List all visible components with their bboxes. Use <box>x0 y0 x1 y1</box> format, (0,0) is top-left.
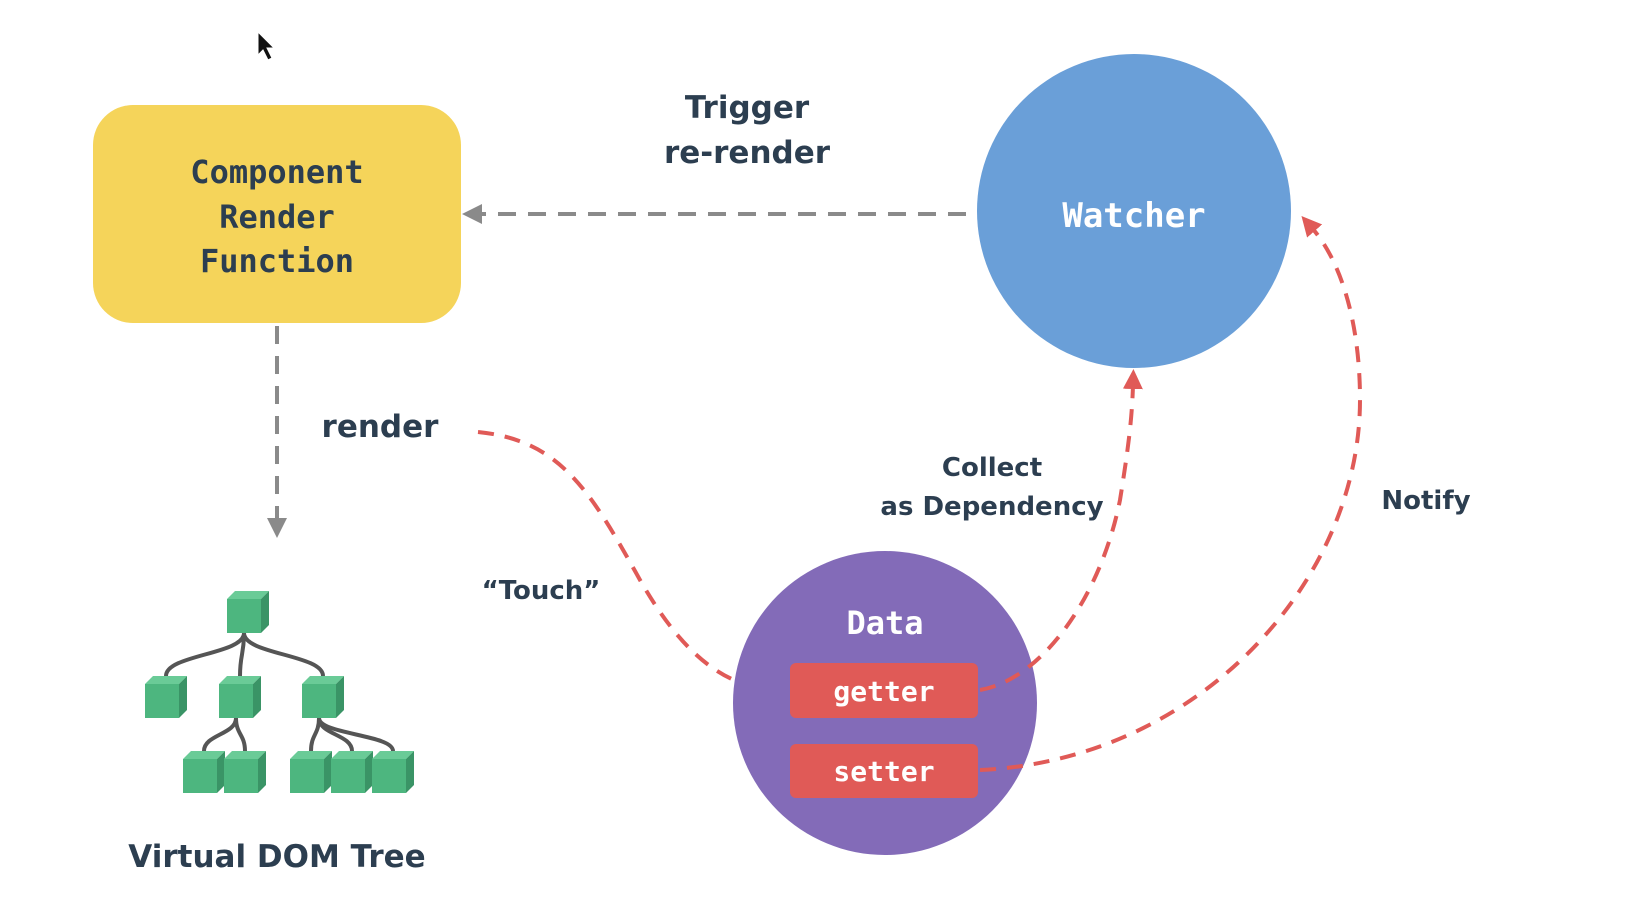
tree-edge <box>202 717 238 752</box>
touch-arrow <box>477 430 788 700</box>
tree-node-cube <box>331 751 373 793</box>
watcher-node: Watcher <box>977 54 1291 368</box>
component-line-2: Render <box>219 198 335 236</box>
collect-label-2: as Dependency <box>880 492 1103 522</box>
component-line-1: Component <box>190 153 363 191</box>
trigger-label-2: re-render <box>664 135 831 171</box>
notify-label: Notify <box>1381 486 1470 516</box>
watcher-label: Watcher <box>1062 196 1205 236</box>
component-render-function-box: Component Render Function <box>93 105 461 323</box>
getter-label: getter <box>833 675 934 708</box>
tree-node-cube <box>372 751 414 793</box>
component-line-3: Function <box>200 242 354 280</box>
tree-node-cube <box>290 751 332 793</box>
data-node: Data getter setter <box>733 551 1037 855</box>
tree-node-cube <box>302 676 344 718</box>
collect-label-1: Collect <box>942 453 1042 483</box>
tree-edge <box>242 632 325 677</box>
getter-box <box>790 663 978 718</box>
setter-label: setter <box>833 755 934 788</box>
tree-node-cube <box>224 751 266 793</box>
tree-edge <box>164 632 246 677</box>
tree-node-cube <box>183 751 225 793</box>
tree-node-cube <box>219 676 261 718</box>
render-label: render <box>322 409 440 445</box>
tree-node-cube <box>227 591 269 633</box>
setter-box <box>790 744 978 798</box>
tree-edge <box>309 717 321 752</box>
tree-node-cube <box>145 676 187 718</box>
virtual-dom-tree-icon <box>145 591 414 793</box>
touch-label: “Touch” <box>482 576 601 606</box>
tree-edge <box>317 717 395 752</box>
data-label: Data <box>846 604 923 642</box>
trigger-label-1: Trigger <box>685 90 810 126</box>
tree-edge <box>234 717 247 752</box>
mouse-pointer-icon <box>257 30 276 61</box>
vdom-label: Virtual DOM Tree <box>128 839 425 875</box>
